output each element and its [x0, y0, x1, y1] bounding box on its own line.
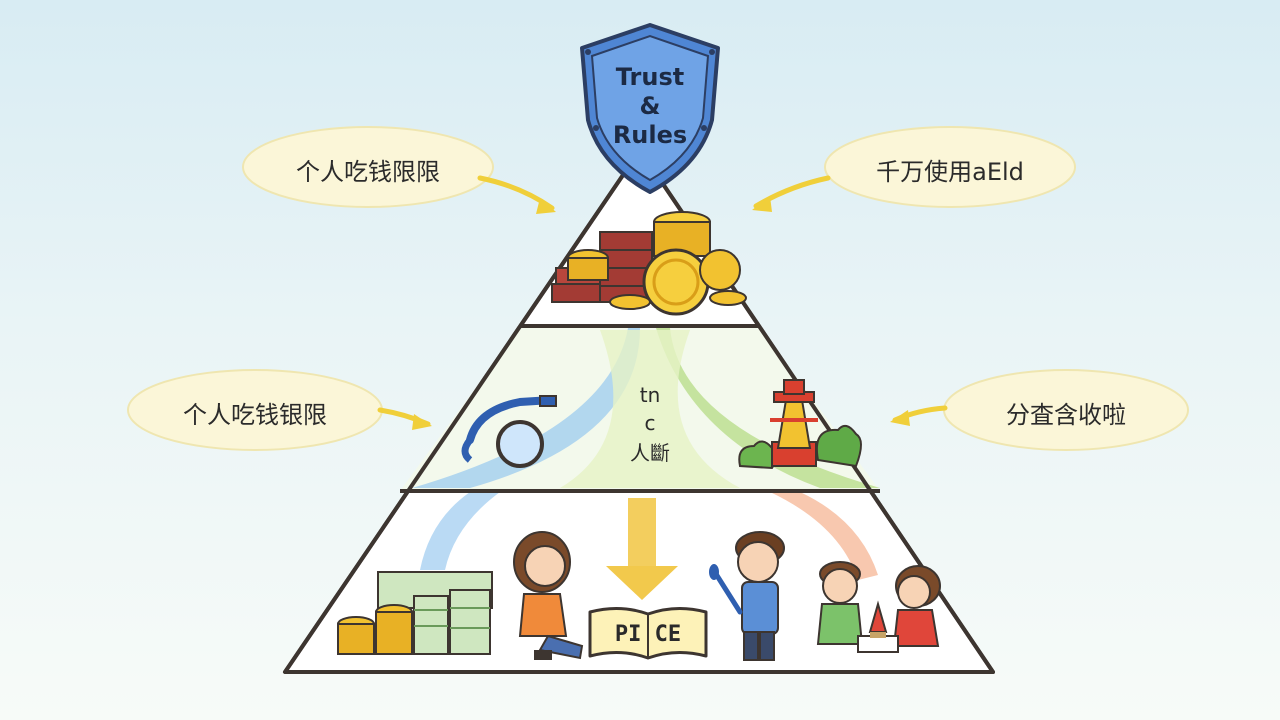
callout-mid-left-text: 个人吃钱银限 — [183, 401, 327, 429]
callout-top-left — [242, 126, 556, 214]
magnifier-tool-icon — [461, 395, 557, 468]
callout-mid-right-text: 分査含收啦 — [1006, 401, 1126, 429]
middle-tier-line3: 人斷 — [630, 441, 670, 465]
boy-holding-spoon-icon — [709, 531, 785, 661]
callout-top-right-text: 千万使用aEld — [876, 158, 1024, 186]
callout-mid-left — [127, 369, 432, 451]
middle-tier-line1: tn — [639, 383, 661, 407]
cash-stack-icon — [337, 571, 493, 655]
open-book-icon — [588, 607, 708, 660]
callout-top-right — [752, 126, 1076, 212]
callout-mid-right — [890, 369, 1189, 451]
shield-label-line3: Rules — [612, 121, 688, 149]
children-playing-icon — [816, 561, 941, 653]
orange-flow — [770, 492, 878, 580]
girl-sitting-icon — [513, 531, 584, 660]
book-label: PI CE — [614, 622, 682, 647]
playground-tower-icon — [738, 379, 862, 470]
middle-tier-line2: c — [644, 411, 656, 435]
down-arrow-icon — [606, 498, 678, 600]
shield-label-line2: & — [639, 92, 661, 120]
shield-label-line1: Trust — [615, 63, 685, 91]
shield-icon — [580, 23, 720, 194]
coin-stack-icon — [551, 211, 747, 316]
callout-top-left-text: 个人吃钱限限 — [296, 158, 440, 186]
